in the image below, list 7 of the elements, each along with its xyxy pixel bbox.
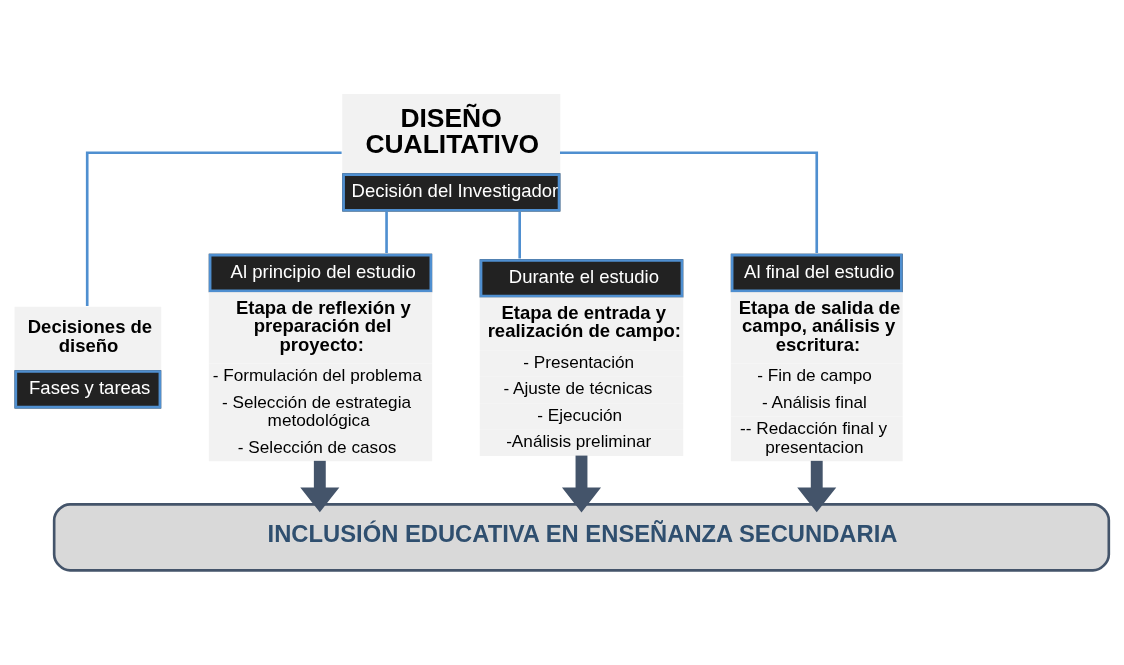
connector [560, 151, 819, 254]
arrow [797, 460, 837, 513]
connector [385, 211, 388, 254]
arrow [561, 455, 602, 513]
connector [85, 151, 342, 306]
arrow [300, 460, 340, 513]
connector [518, 211, 522, 259]
